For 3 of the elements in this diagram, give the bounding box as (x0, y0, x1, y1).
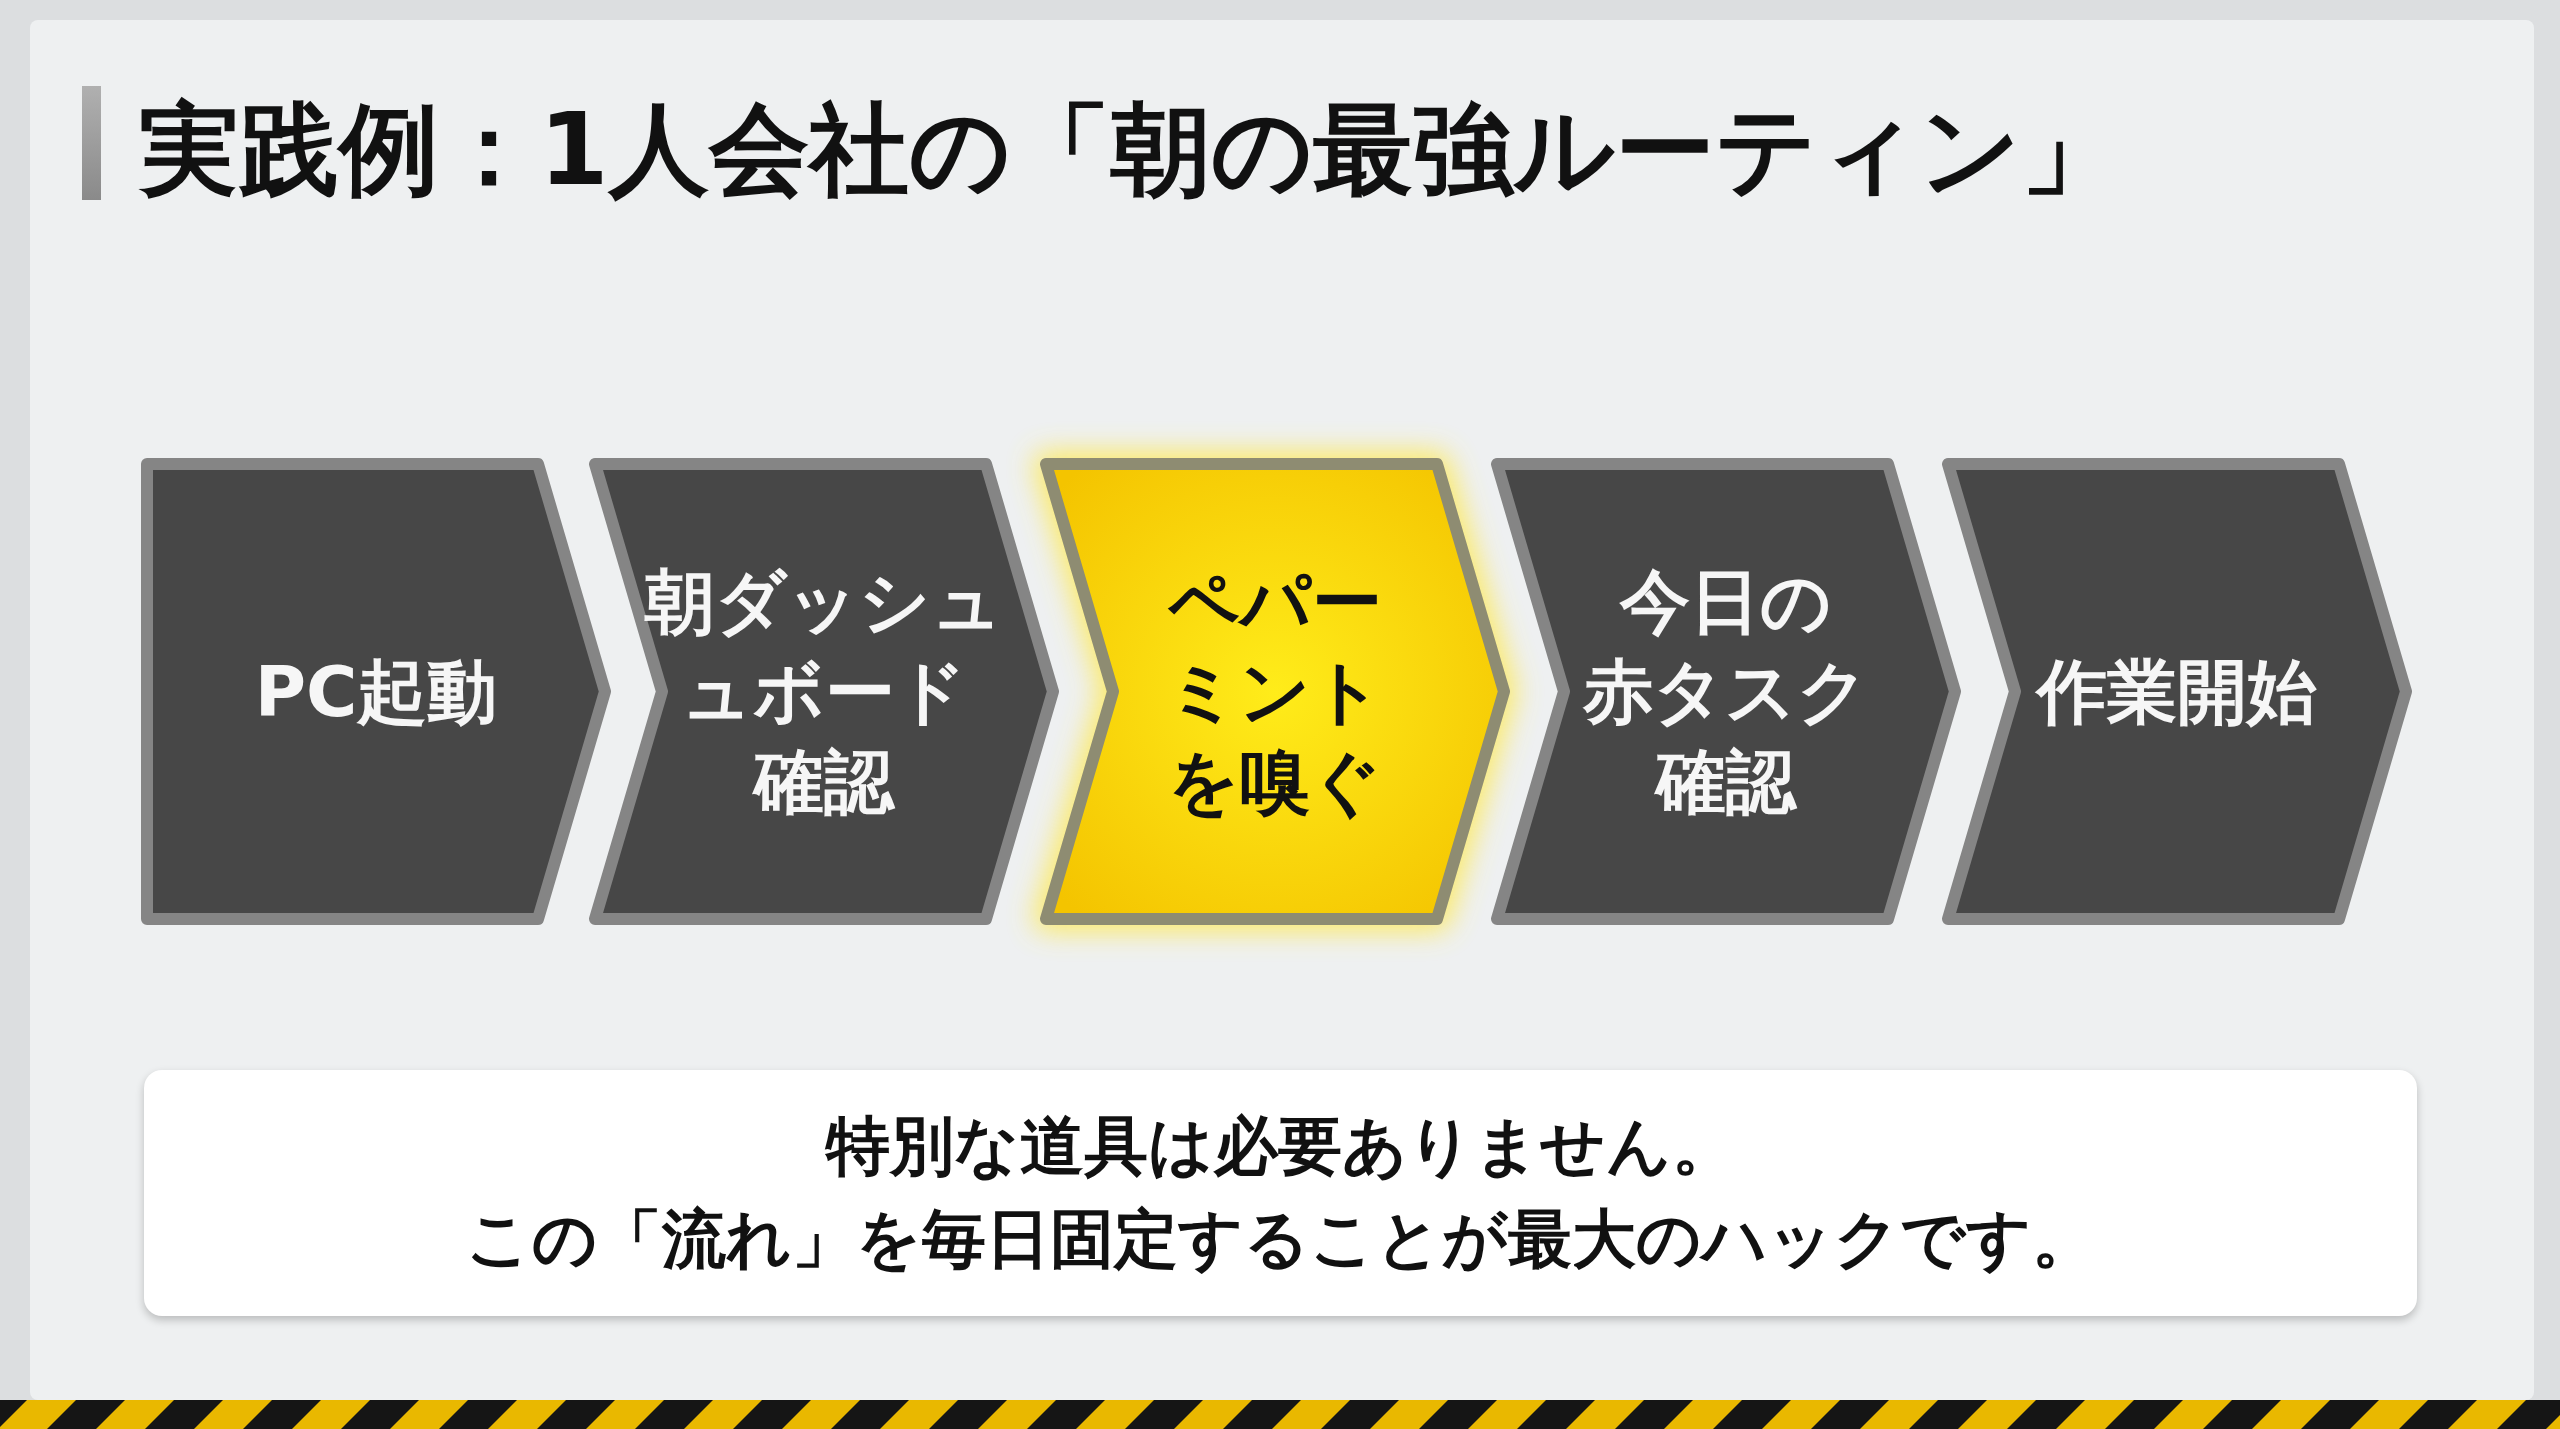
note-box: 特別な道具は必要ありません。この「流れ」を毎日固定することが最大のハックです。 (144, 1070, 2417, 1316)
chevron-step: PC起動 (140, 457, 612, 926)
slide-title: 実践例：1人会社の「朝の最強ルーティン」 (139, 90, 2121, 210)
